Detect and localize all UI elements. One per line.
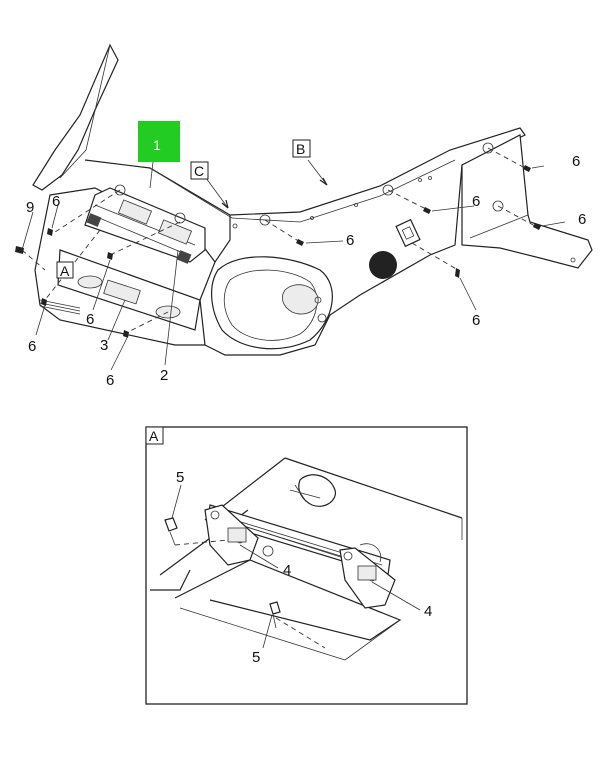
highlight-box (138, 121, 180, 162)
callout-6: 6 (28, 338, 36, 355)
fastener-glyph (296, 239, 304, 246)
view-label-b-main: B (292, 139, 311, 158)
callouts-main: 6 6 6 6 6 6 6 6 6 9 3 2 (26, 153, 586, 389)
bracket-assembly (84, 187, 206, 264)
callout-5: 5 (176, 469, 184, 486)
fastener-glyph (47, 228, 53, 236)
detail-view-a: A (145, 426, 468, 705)
callout-5: 5 (252, 649, 260, 666)
fastener-glyph (523, 165, 531, 172)
callout-3: 3 (100, 337, 108, 354)
screw (164, 517, 178, 546)
left-trim-panel (32, 43, 119, 191)
fastener-glyph (123, 330, 129, 338)
detail-frame (145, 426, 468, 705)
fastener-leaders (21, 147, 536, 333)
callout-6: 6 (472, 193, 480, 210)
view-label-a-main: A (56, 261, 74, 279)
highlight-label: 1 (153, 137, 161, 153)
fastener-glyph (107, 252, 113, 260)
svg-text:B: B (296, 141, 305, 157)
fastener-glyph (455, 268, 460, 278)
fasteners (15, 165, 541, 338)
callout-leaders (21, 159, 566, 371)
right-wing-panel (461, 134, 593, 269)
fastener-glyph (15, 246, 24, 254)
callout-6: 6 (472, 312, 480, 329)
svg-text:C: C (194, 163, 204, 179)
main-assembly (32, 43, 593, 356)
callout-6: 6 (572, 153, 580, 170)
side-opening (211, 256, 333, 350)
view-label-a-detail: A (149, 428, 159, 444)
callout-6: 6 (346, 232, 354, 249)
fastener-glyph (423, 207, 431, 214)
screw (269, 601, 281, 629)
view-label-c-main: C (190, 161, 209, 180)
fastener-glyph (533, 223, 541, 230)
callout-4: 4 (283, 562, 291, 579)
fastener-glyph (41, 298, 47, 306)
callout-9: 9 (26, 199, 34, 216)
svg-text:A: A (60, 263, 70, 279)
callout-6: 6 (86, 311, 94, 328)
speaker-grille (369, 251, 397, 279)
callout-4: 4 (424, 603, 432, 620)
callout-6: 6 (106, 372, 114, 389)
callout-2: 2 (160, 367, 168, 384)
callout-6: 6 (578, 211, 586, 228)
callout-6: 6 (52, 193, 60, 210)
